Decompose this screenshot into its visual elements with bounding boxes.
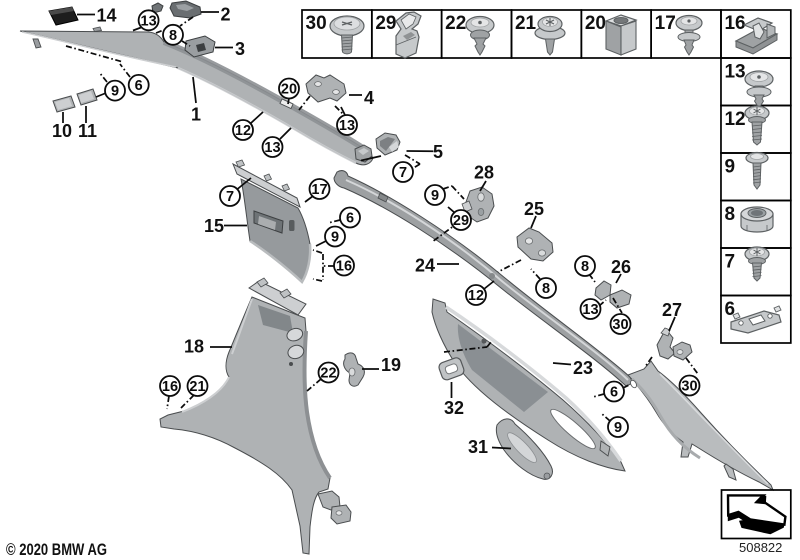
svg-text:30: 30 — [681, 379, 697, 395]
svg-text:20: 20 — [585, 13, 606, 34]
svg-text:6: 6 — [135, 78, 143, 94]
svg-text:7: 7 — [399, 165, 407, 181]
svg-text:30: 30 — [612, 317, 628, 333]
svg-text:18: 18 — [184, 337, 204, 357]
svg-text:25: 25 — [524, 199, 544, 219]
svg-text:12: 12 — [468, 288, 484, 304]
svg-text:31: 31 — [468, 437, 488, 457]
svg-text:9: 9 — [111, 84, 119, 100]
svg-text:22: 22 — [320, 366, 336, 382]
svg-text:7: 7 — [724, 252, 735, 273]
svg-text:8: 8 — [542, 281, 550, 297]
svg-text:2: 2 — [221, 5, 231, 25]
svg-text:1: 1 — [191, 105, 201, 125]
svg-text:32: 32 — [444, 398, 464, 418]
svg-text:19: 19 — [381, 355, 401, 375]
svg-text:27: 27 — [662, 300, 682, 320]
svg-text:16: 16 — [724, 13, 745, 34]
svg-text:9: 9 — [614, 420, 622, 436]
svg-text:23: 23 — [573, 358, 593, 378]
svg-text:11: 11 — [78, 121, 97, 141]
svg-text:7: 7 — [226, 189, 234, 205]
svg-text:29: 29 — [375, 13, 396, 34]
svg-text:22: 22 — [445, 13, 466, 34]
svg-text:3: 3 — [235, 39, 245, 59]
svg-text:8: 8 — [724, 204, 735, 225]
svg-text:17: 17 — [655, 13, 676, 34]
svg-text:9: 9 — [331, 230, 339, 246]
svg-text:24: 24 — [415, 256, 435, 276]
svg-text:13: 13 — [141, 13, 157, 29]
svg-text:8: 8 — [169, 28, 177, 44]
svg-text:12: 12 — [235, 123, 251, 139]
svg-text:15: 15 — [204, 216, 224, 236]
svg-text:30: 30 — [306, 13, 327, 34]
svg-text:20: 20 — [281, 82, 297, 98]
svg-text:© 2020 BMW AG: © 2020 BMW AG — [6, 540, 107, 559]
svg-text:14: 14 — [97, 6, 117, 26]
svg-text:508822: 508822 — [739, 540, 782, 555]
svg-text:17: 17 — [311, 182, 327, 198]
svg-text:6: 6 — [724, 299, 735, 320]
svg-text:26: 26 — [611, 257, 631, 277]
svg-text:21: 21 — [189, 379, 205, 395]
svg-text:13: 13 — [724, 62, 745, 83]
svg-text:21: 21 — [515, 13, 537, 34]
svg-text:12: 12 — [724, 109, 745, 130]
svg-text:4: 4 — [364, 88, 374, 108]
svg-text:9: 9 — [724, 157, 735, 178]
svg-text:13: 13 — [339, 118, 355, 134]
svg-text:5: 5 — [433, 142, 443, 162]
svg-text:29: 29 — [453, 213, 469, 229]
svg-text:6: 6 — [610, 385, 618, 401]
svg-text:16: 16 — [162, 379, 178, 395]
svg-text:10: 10 — [52, 121, 72, 141]
svg-text:9: 9 — [431, 188, 439, 204]
svg-text:13: 13 — [582, 302, 598, 318]
svg-text:6: 6 — [346, 211, 354, 227]
svg-text:28: 28 — [474, 163, 494, 183]
svg-text:8: 8 — [581, 259, 589, 275]
svg-text:13: 13 — [264, 140, 280, 156]
svg-text:16: 16 — [336, 259, 352, 275]
